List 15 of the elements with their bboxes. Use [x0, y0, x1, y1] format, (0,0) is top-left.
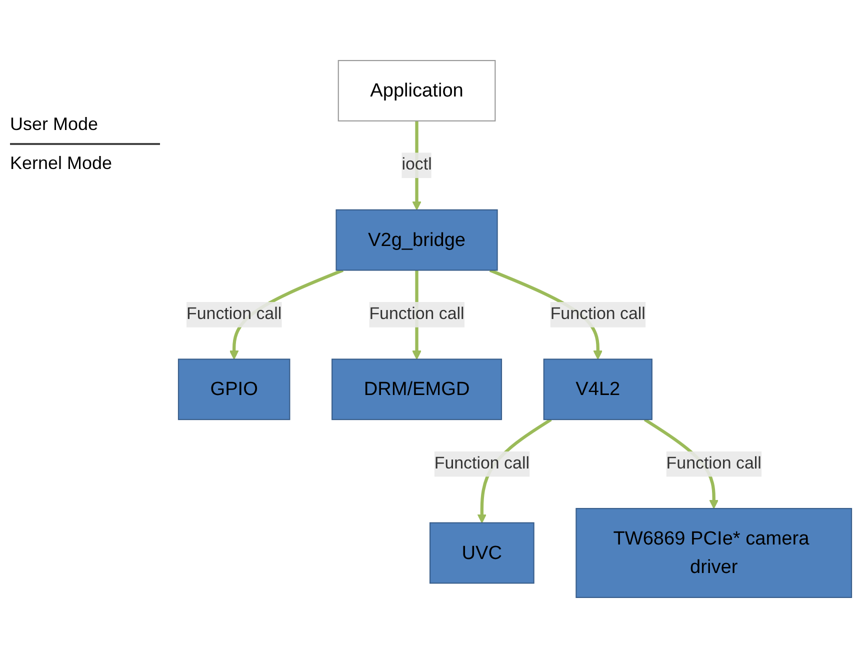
node-box: TW6869 PCIe* camera driver	[576, 508, 852, 598]
node-box: Application	[338, 60, 496, 122]
node-box: UVC	[430, 522, 534, 584]
edge-label: ioctl	[402, 156, 432, 174]
node-box: V2g_bridge	[336, 209, 498, 271]
node-box: V4L2	[543, 358, 652, 420]
mode-label: Kernel Mode	[10, 153, 112, 174]
edge-label: Function call	[369, 305, 464, 324]
edge-label: Function call	[550, 305, 646, 324]
node-box: DRM/EMGD	[332, 358, 502, 420]
mode-label: User Mode	[10, 114, 98, 135]
node-box: GPIO	[178, 358, 290, 420]
edge-label: Function call	[434, 454, 530, 472]
edge-label: Function call	[186, 305, 282, 324]
edge-label: Function call	[666, 454, 762, 472]
